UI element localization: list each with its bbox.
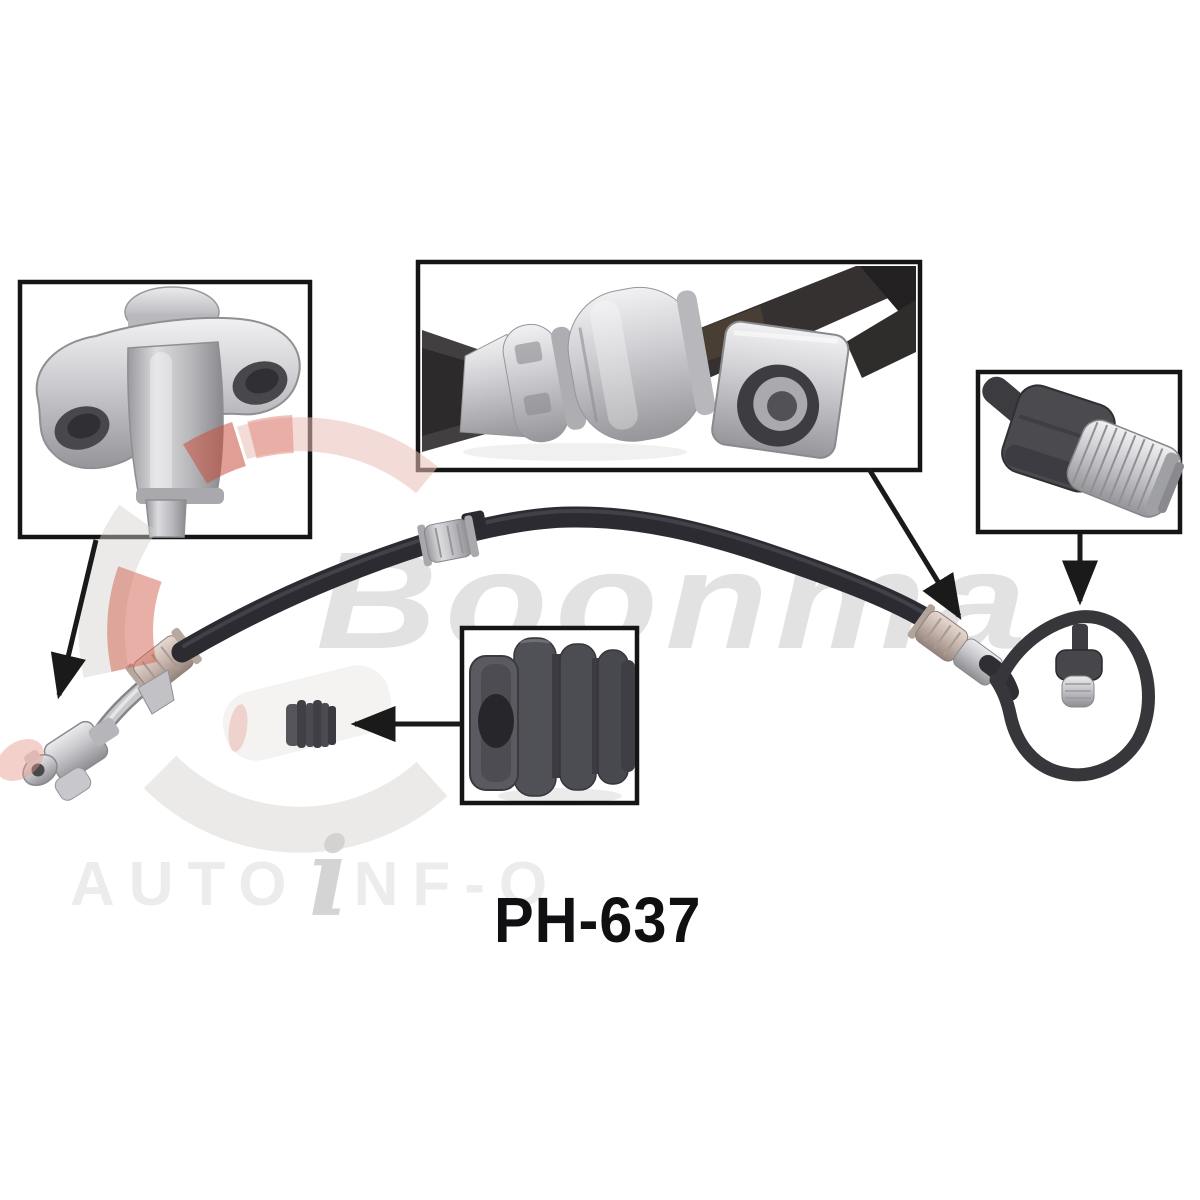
tube-elbow-joint <box>137 669 175 715</box>
square-nut-closeup <box>711 320 850 459</box>
small-grommet-on-hose <box>286 700 336 748</box>
part-number-label: PH-637 <box>494 884 702 956</box>
watermark-autoinfo-i-glyph: i <box>308 815 350 941</box>
power-steering-hose-assembly <box>22 506 1155 801</box>
threaded-fitting-closeup <box>982 376 1184 518</box>
steel-return-loop <box>989 610 1155 782</box>
callout-box-flange-fitting <box>17 279 313 540</box>
callout-box-crimp-sleeve <box>415 259 923 473</box>
arrow-to-banjo-end <box>50 539 99 700</box>
callout-box-grommet <box>459 625 640 806</box>
callout-box-threaded-fitting <box>975 369 1184 535</box>
watermark-autoinfo-prefix: AUTO <box>70 850 301 919</box>
crimp-sleeve-closeup <box>422 266 916 461</box>
banjo-end-fitting <box>22 717 120 801</box>
watermark-autoinfo-suffix: NF-O <box>353 850 562 919</box>
loop-threaded-fitting <box>1055 624 1103 708</box>
arrow-to-right-collar <box>866 467 962 620</box>
main-rubber-hose <box>171 506 939 663</box>
callout-arrows <box>50 467 1098 742</box>
watermark-autoinfo: AUTOiNF-O <box>70 824 561 932</box>
logo-ring-watermark <box>0 415 448 853</box>
grommet-closeup <box>469 637 635 804</box>
mid-crimp-collar <box>417 515 480 567</box>
